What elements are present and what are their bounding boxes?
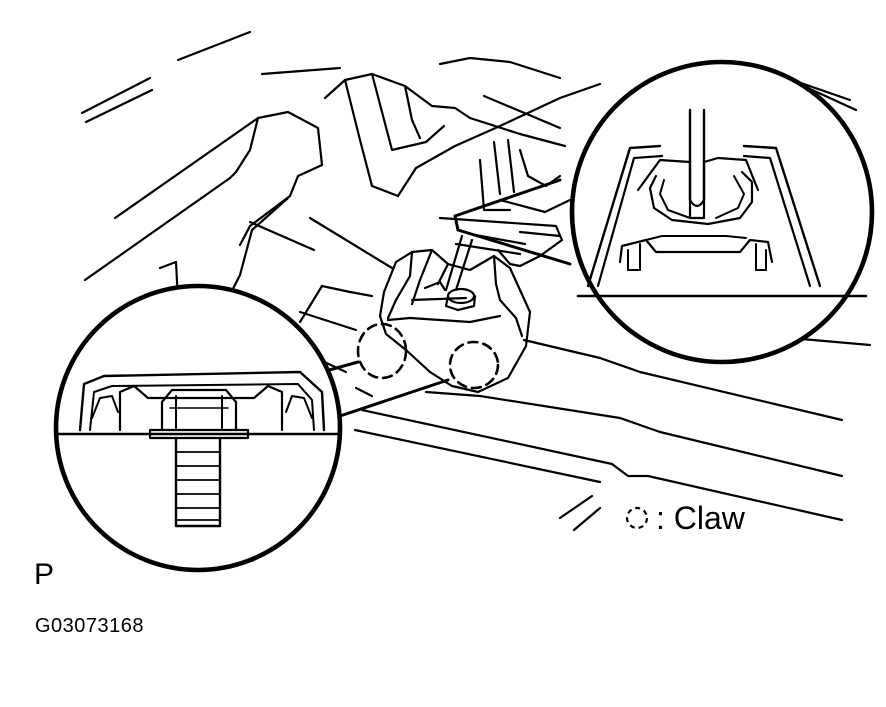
- bracket-assembly: [378, 216, 564, 394]
- clip-detail-magnifier: [569, 59, 875, 365]
- view-letter: P: [34, 558, 55, 591]
- bolt-detail-magnifier: [53, 283, 343, 573]
- figure-id: G03073168: [35, 615, 145, 637]
- dashed-circle-icon: [625, 506, 649, 530]
- legend-label: : Claw: [656, 500, 745, 536]
- callout-pointer-right: [453, 178, 572, 266]
- claw-markers: [356, 322, 500, 390]
- legend: : Claw: [624, 500, 745, 536]
- claw-marker-right: [448, 340, 500, 390]
- claw-marker-left: [356, 322, 408, 380]
